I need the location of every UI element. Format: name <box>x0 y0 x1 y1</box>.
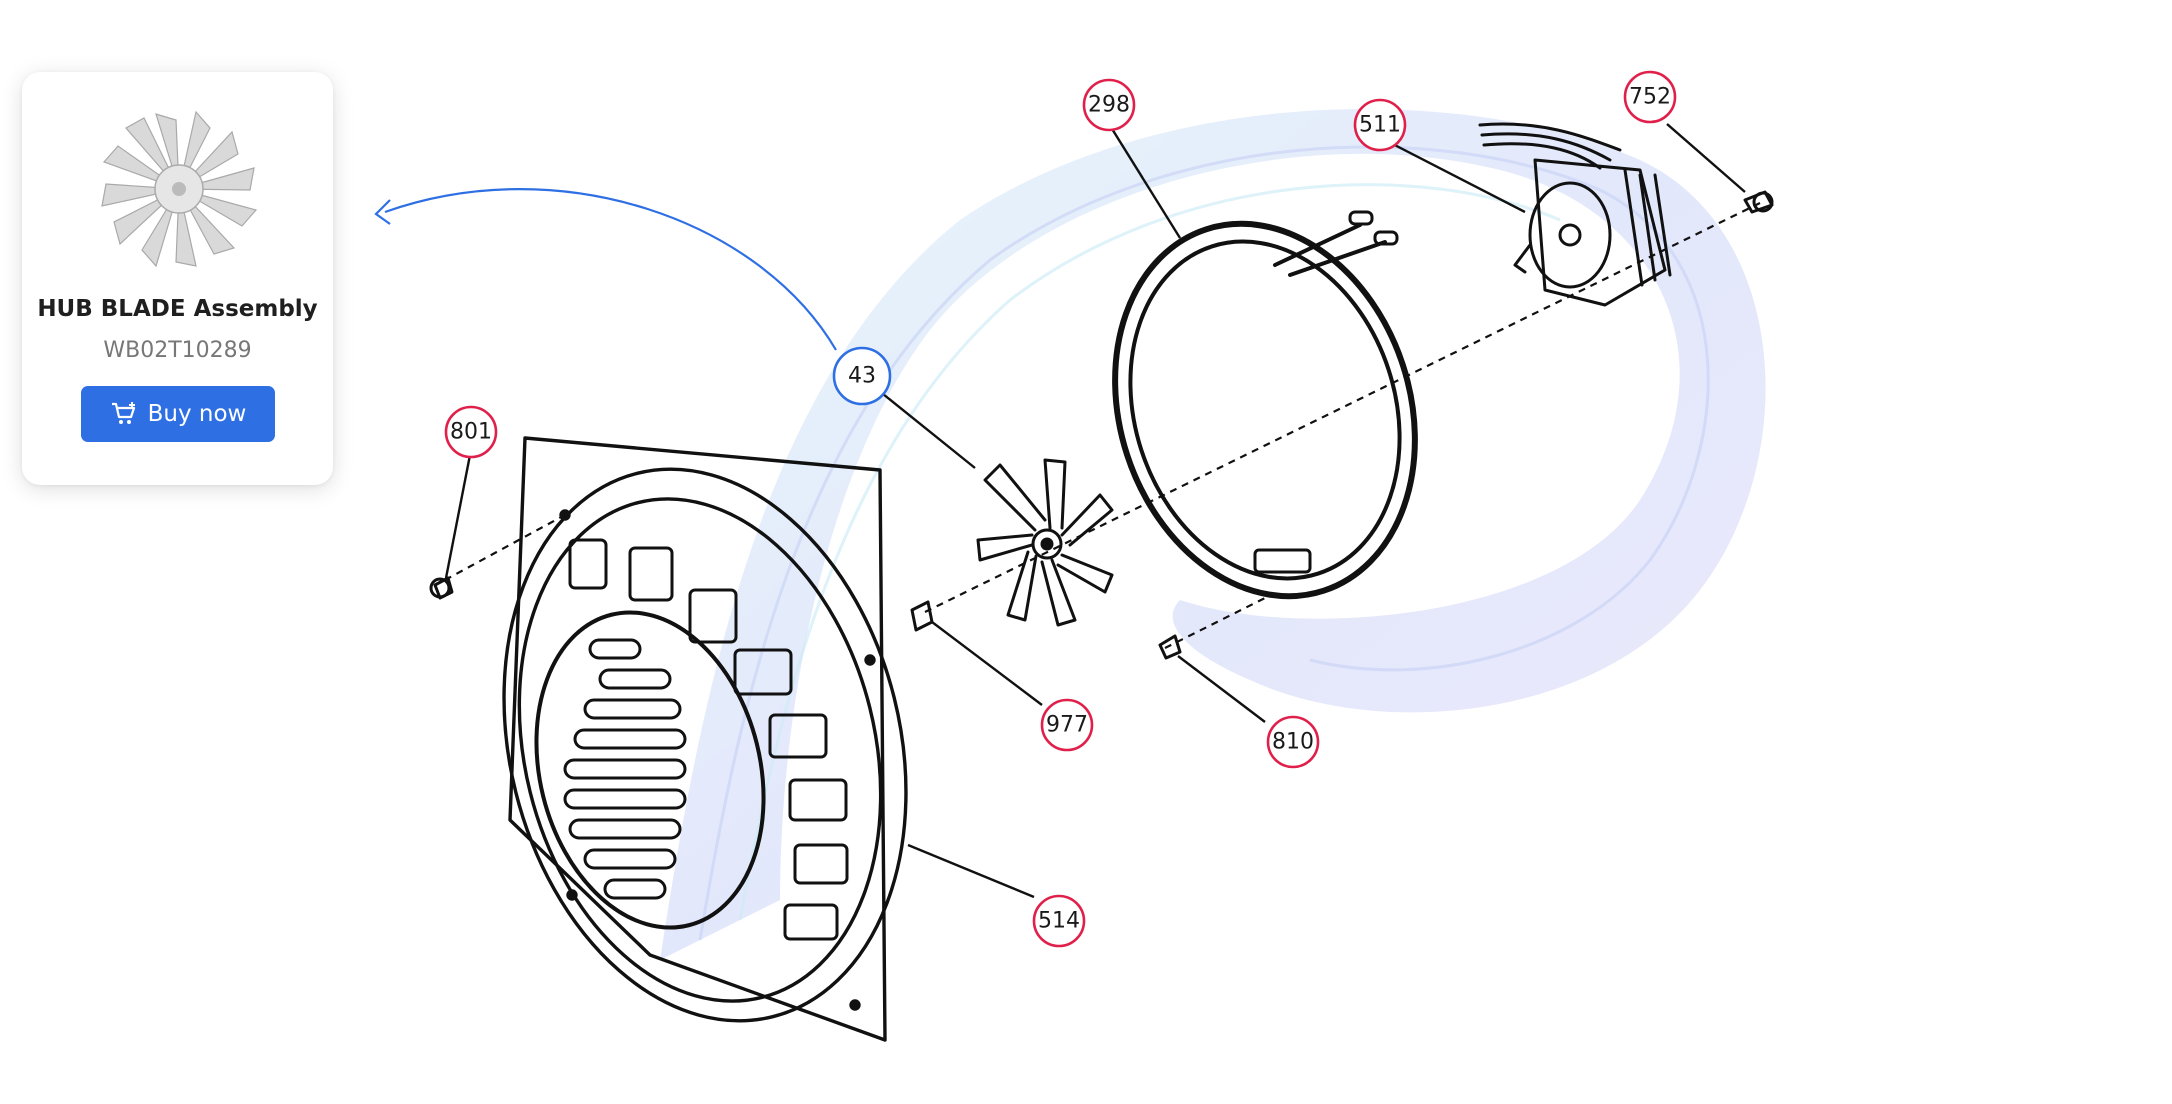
callout-43[interactable]: 43 <box>832 346 892 406</box>
assembly-axes <box>444 202 1761 649</box>
callout-977[interactable]: 977 <box>1040 698 1094 752</box>
part-810-screw <box>1158 634 1182 660</box>
product-card: HUB BLADE Assembly WB02T10289 Buy now <box>22 72 333 485</box>
svg-text:43: 43 <box>848 364 876 389</box>
cart-plus-icon <box>111 402 135 424</box>
callout-801[interactable]: 801 <box>444 405 498 459</box>
product-sku: WB02T10289 <box>103 338 252 363</box>
svg-text:511: 511 <box>1359 113 1401 138</box>
callout-752[interactable]: 752 <box>1623 70 1677 124</box>
selection-arc <box>384 188 837 351</box>
callout-810[interactable]: 810 <box>1266 715 1320 769</box>
svg-text:514: 514 <box>1038 909 1080 934</box>
buy-now-button[interactable]: Buy now <box>81 386 275 442</box>
callout-514[interactable]: 514 <box>1032 894 1086 948</box>
part-801-screw <box>429 576 454 600</box>
leader-lines <box>444 123 1746 899</box>
hub-blade-icon <box>101 110 258 268</box>
airflow-ribbon <box>660 109 1766 961</box>
svg-text:298: 298 <box>1088 93 1130 118</box>
svg-text:977: 977 <box>1046 713 1088 738</box>
svg-text:752: 752 <box>1629 85 1671 110</box>
svg-text:810: 810 <box>1272 730 1314 755</box>
part-43-fan-blade <box>976 458 1114 627</box>
svg-text:801: 801 <box>450 420 492 445</box>
part-511-motor <box>1478 122 1672 307</box>
buy-now-label: Buy now <box>147 401 247 427</box>
callout-511[interactable]: 511 <box>1353 98 1407 152</box>
part-977-nut <box>910 600 934 632</box>
selection-arrowhead <box>374 199 391 225</box>
product-name: HUB BLADE Assembly <box>37 296 318 322</box>
callout-298[interactable]: 298 <box>1082 78 1136 132</box>
part-752-clip <box>1743 190 1774 214</box>
part-514-bracket <box>502 436 908 1042</box>
part-298-heating-element <box>1112 210 1418 600</box>
